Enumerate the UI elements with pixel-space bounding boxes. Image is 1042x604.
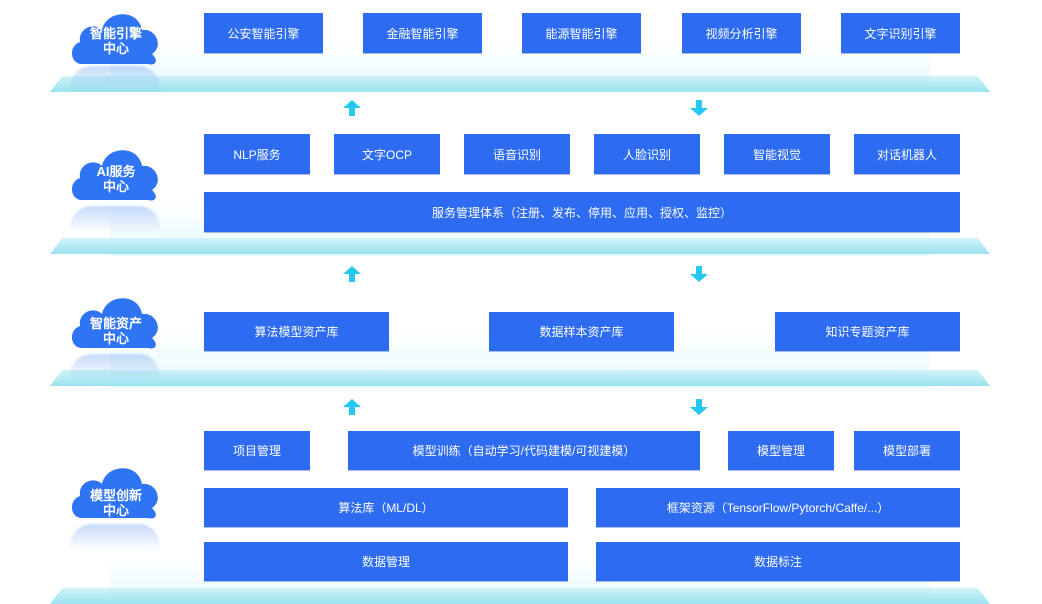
model-deployment-box[interactable]: 模型部署 bbox=[854, 431, 960, 470]
asset-item[interactable]: 数据样本资产库 bbox=[489, 312, 674, 351]
ai-service-item[interactable]: 语音识别 bbox=[464, 134, 570, 174]
cloud-ai-service: AI服务 中心 bbox=[68, 138, 164, 208]
cloud-reflection bbox=[70, 354, 160, 380]
framework-resources-box[interactable]: 框架资源（TensorFlow/Pytorch/Caffe/...） bbox=[596, 488, 960, 527]
cloud-icon bbox=[71, 14, 158, 65]
cloud-title-line2: 中心 bbox=[102, 503, 129, 518]
engine-item[interactable]: 文字识别引擎 bbox=[841, 13, 960, 53]
service-management-bar[interactable]: 服务管理体系（注册、发布、停用、应用、授权、监控） bbox=[204, 192, 960, 232]
asset-item[interactable]: 算法模型资产库 bbox=[204, 312, 389, 351]
cloud-reflection bbox=[70, 66, 160, 92]
cloud-asset: 智能资产 中心 bbox=[68, 286, 164, 356]
ai-service-item[interactable]: NLP服务 bbox=[204, 134, 310, 174]
algorithm-library-box[interactable]: 算法库（ML/DL） bbox=[204, 488, 568, 527]
arrow-down-icon bbox=[690, 100, 708, 116]
arrow-up-icon bbox=[343, 399, 361, 415]
asset-item[interactable]: 知识专题资产库 bbox=[775, 312, 960, 351]
arrow-down-icon bbox=[690, 399, 708, 415]
cloud-innovation: 模型创新 中心 bbox=[68, 456, 164, 526]
project-management-box[interactable]: 项目管理 bbox=[204, 431, 310, 470]
model-training-box[interactable]: 模型训练（自动学习/代码建模/可视建模） bbox=[348, 431, 700, 470]
cloud-title-line1: 模型创新 bbox=[89, 488, 142, 503]
data-annotation-box[interactable]: 数据标注 bbox=[596, 542, 960, 581]
cloud-title-line2: 中心 bbox=[102, 179, 129, 194]
cloud-icon bbox=[71, 150, 158, 201]
cloud-engine: 智能引擎 中心 bbox=[68, 2, 164, 72]
cloud-reflection bbox=[70, 524, 160, 550]
engine-item[interactable]: 金融智能引擎 bbox=[363, 13, 482, 53]
cloud-title-line2: 中心 bbox=[102, 331, 129, 346]
ai-service-item[interactable]: 对话机器人 bbox=[854, 134, 960, 174]
arrow-down-icon bbox=[690, 266, 708, 282]
engine-item[interactable]: 能源智能引擎 bbox=[522, 13, 641, 53]
data-management-box[interactable]: 数据管理 bbox=[204, 542, 568, 581]
ai-service-item[interactable]: 智能视觉 bbox=[724, 134, 830, 174]
cloud-title-line2: 中心 bbox=[102, 41, 129, 56]
arrow-up-icon bbox=[343, 266, 361, 282]
cloud-title-line1: AI服务 bbox=[96, 164, 136, 179]
engine-item[interactable]: 视频分析引擎 bbox=[682, 13, 801, 53]
engine-item[interactable]: 公安智能引擎 bbox=[204, 13, 323, 53]
cloud-title-line1: 智能引擎 bbox=[89, 26, 142, 41]
arrow-up-icon bbox=[343, 100, 361, 116]
cloud-reflection bbox=[70, 206, 160, 232]
cloud-title-line1: 智能资产 bbox=[89, 316, 142, 331]
model-management-box[interactable]: 模型管理 bbox=[728, 431, 834, 470]
cloud-icon bbox=[71, 298, 158, 349]
ai-service-item[interactable]: 人脸识别 bbox=[594, 134, 700, 174]
cloud-icon bbox=[71, 468, 158, 519]
ai-service-item[interactable]: 文字OCP bbox=[334, 134, 440, 174]
